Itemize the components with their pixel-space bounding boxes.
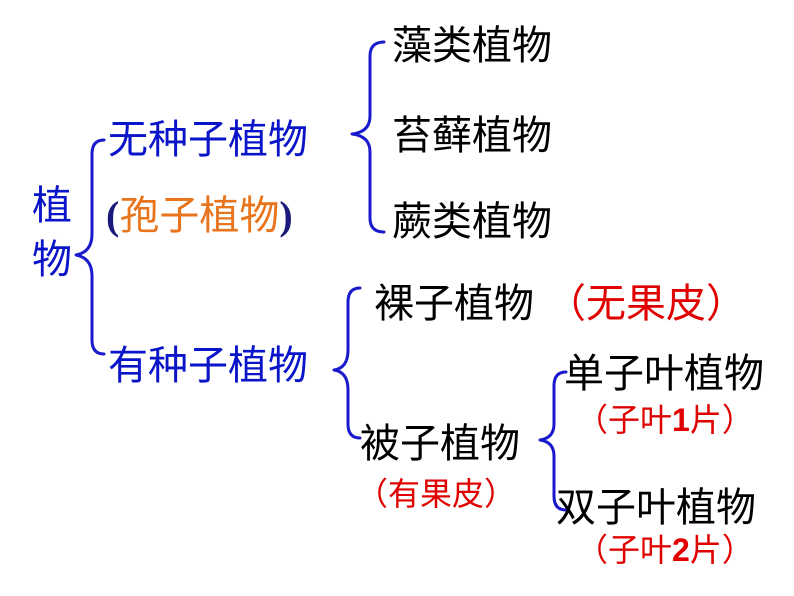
- spore-open-paren: (: [106, 193, 120, 238]
- monocot-note: （子叶1片）: [576, 404, 754, 436]
- gymnosperm-note: （无果皮）: [546, 281, 746, 327]
- dicot-note-pre: （子叶: [576, 531, 673, 569]
- angio-bracket: [538, 370, 568, 512]
- root-label-line2: 物: [32, 237, 72, 283]
- seed-plants-label: 有种子植物: [108, 343, 308, 389]
- fern-label: 蕨类植物: [392, 199, 552, 245]
- seed-bracket: [332, 286, 362, 440]
- gymnosperm-label: 裸子植物: [374, 281, 534, 327]
- monocot-label: 单子叶植物: [564, 351, 764, 397]
- dicot-label: 双子叶植物: [556, 485, 756, 531]
- angiosperm-note: （有果皮）: [356, 475, 517, 513]
- dicot-note: （子叶2片）: [576, 534, 754, 566]
- algae-label: 藻类植物: [392, 23, 552, 69]
- bryophyte-label: 苔藓植物: [392, 113, 552, 159]
- root-bracket: [74, 138, 106, 356]
- dicot-note-num: 2: [672, 532, 690, 568]
- root-label-line1: 植: [32, 183, 72, 229]
- monocot-note-num: 1: [672, 402, 690, 438]
- dicot-note-post: 片）: [689, 531, 754, 569]
- angiosperm-label: 被子植物: [360, 421, 520, 467]
- spore-close-paren: ): [279, 193, 293, 238]
- monocot-note-post: 片）: [689, 401, 754, 439]
- monocot-note-pre: （子叶: [576, 401, 673, 439]
- no-seed-bracket: [350, 40, 386, 234]
- no-seed-plants-label: 无种子植物: [108, 117, 308, 163]
- spore-plants-label: (孢子植物): [106, 193, 293, 239]
- spore-plants-text: 孢子植物: [119, 193, 280, 239]
